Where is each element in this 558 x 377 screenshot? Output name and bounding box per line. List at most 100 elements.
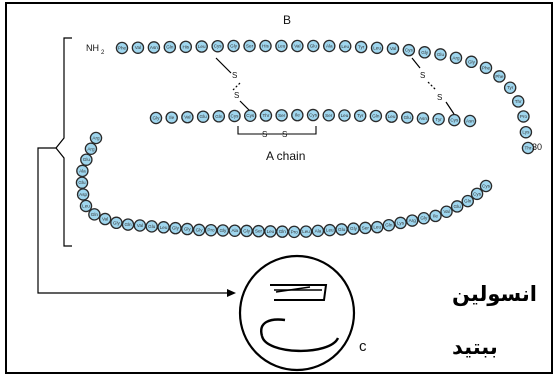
c-peptide-residue	[204, 223, 218, 237]
residue-label: Leu	[341, 113, 349, 118]
residue-label: Glu	[338, 227, 346, 232]
sulfur-label: S	[234, 91, 239, 100]
residue-label: Tyr	[357, 113, 364, 118]
residue-label: Pro	[207, 228, 215, 233]
residue-label: Val	[137, 223, 143, 228]
a-chain-residue	[385, 110, 398, 123]
residue-label: Gln	[385, 223, 393, 228]
c-peptide-residue	[84, 142, 98, 156]
residue-label: Ile	[433, 213, 438, 218]
a-chain-residue	[353, 109, 367, 122]
b-chain-residue	[449, 51, 463, 65]
a-chain-residue	[259, 109, 273, 122]
a-chain-residue	[243, 109, 257, 122]
b-chain-residue	[493, 70, 506, 83]
nh2-label: NH	[86, 43, 99, 53]
residue-label: Cys	[473, 191, 482, 196]
residue-label: Glu	[454, 204, 462, 209]
c-peptide-residue	[470, 187, 484, 201]
c-peptide-residue	[192, 223, 206, 237]
residue-label: Tyr	[358, 45, 365, 50]
b-chain-residue	[227, 39, 240, 53]
residue-label: Gln	[124, 222, 132, 227]
c-peptide-residue	[311, 224, 325, 238]
residue-label: Glu	[83, 157, 91, 162]
residue-label: Ser	[246, 44, 254, 49]
magnifier-circle	[238, 254, 356, 372]
residue-label: Gly	[420, 216, 428, 221]
b-chain-residue	[291, 39, 304, 53]
c-peptide-residue	[417, 211, 431, 225]
c-peptide-residue	[145, 220, 158, 233]
residue-label: Cys	[214, 44, 223, 49]
residue-label: Arg	[452, 55, 460, 60]
c-peptide-residue	[479, 179, 493, 193]
residue-label: Val	[390, 46, 396, 51]
b-chain-residue	[211, 39, 224, 53]
c-peptide-residue	[79, 199, 93, 213]
residue-label: Leu	[373, 45, 381, 50]
nh2-subscript: 2	[101, 50, 105, 56]
c-peptide-residue	[216, 224, 230, 237]
disulfide-bridge-left: S S	[215, 57, 253, 114]
sulfur-label: S	[262, 130, 267, 139]
residue-label: Ala	[315, 228, 322, 233]
c-peptide-residue	[370, 220, 384, 234]
b-chain-residue	[465, 55, 478, 69]
a-chain-residue	[463, 114, 477, 128]
a-chain-residue	[149, 111, 163, 125]
c-letter-label: c	[359, 338, 367, 355]
residue-label: Gly	[219, 228, 227, 233]
c-peptide-residue	[450, 200, 464, 213]
residue-label: Ser	[255, 229, 263, 234]
residue-label: Pro	[520, 114, 528, 119]
c-peptide-residue	[347, 222, 360, 235]
left-brace	[55, 37, 72, 247]
c-peptide-residue	[299, 225, 313, 238]
c-peptide-residue	[98, 212, 112, 226]
a-chain-residue	[338, 109, 351, 122]
residue-label: Ala	[231, 228, 238, 233]
pointer-arrow-line	[37, 147, 228, 294]
residue-label: Phe	[118, 46, 127, 51]
residue-label: Thr	[515, 99, 522, 104]
residue-label: Arg	[92, 136, 100, 141]
residue-label: Gln	[279, 229, 287, 234]
b-chain-residue	[115, 41, 129, 55]
residue-label: Asp	[79, 192, 87, 197]
position-30-label: 30	[532, 142, 542, 152]
a-chain-residue	[228, 109, 241, 123]
residue-label: Ser	[362, 225, 370, 230]
sulfur-label: S	[282, 130, 287, 139]
a-chain-residue	[291, 108, 304, 122]
residue-label: Gln	[91, 212, 99, 217]
a-chain-label: A chain	[266, 149, 305, 163]
b-chain-residue	[521, 141, 535, 155]
b-chain-residue	[147, 41, 161, 54]
residue-label: Glu	[148, 224, 156, 229]
c-peptide-residue	[394, 216, 407, 230]
residue-label: Leu	[302, 229, 310, 234]
c-peptide-residue	[264, 225, 277, 238]
residue-label: Leu	[267, 229, 275, 234]
sulfur-label: S	[232, 71, 237, 80]
b-chain-residue	[386, 42, 400, 55]
residue-label: Thr	[525, 146, 532, 151]
b-chain-residue	[338, 40, 352, 53]
c-peptide-residue	[461, 194, 475, 208]
residue-label: Leu	[373, 225, 381, 230]
b-chain-residue	[259, 39, 272, 53]
b-chain-residue	[402, 43, 416, 57]
residue-label: Gly	[172, 226, 180, 231]
a-chain-residue	[401, 111, 414, 124]
residue-label: Gln	[215, 114, 223, 119]
residue-label: Gln	[166, 45, 174, 50]
residue-label: Gly	[153, 116, 161, 121]
c-peptide-residue	[252, 224, 265, 238]
c-peptide-residue	[88, 208, 101, 221]
residue-label: Cys	[405, 48, 414, 53]
residue-label: Lys	[397, 220, 405, 225]
b-chain-residue	[131, 41, 145, 54]
residue-label: Leu	[388, 114, 396, 119]
